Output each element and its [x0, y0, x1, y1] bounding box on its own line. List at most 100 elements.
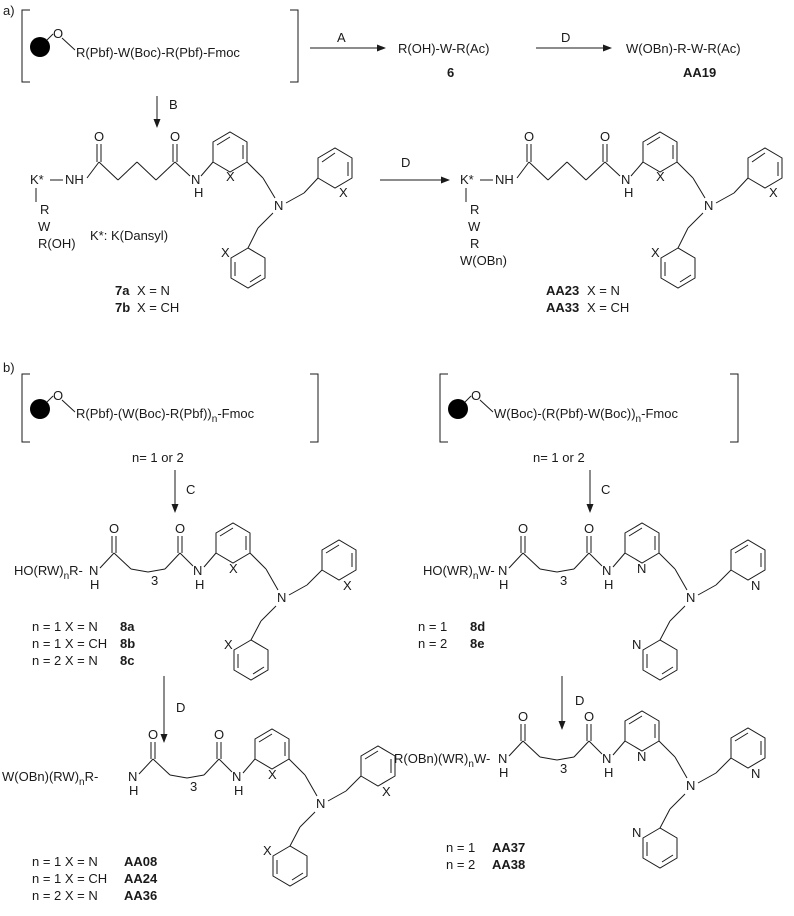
arrow-d-right-head — [558, 721, 566, 730]
arrow-d-left-label: D — [176, 700, 185, 715]
arrow-d2-label: D — [401, 155, 410, 170]
amide-n: N — [191, 172, 200, 187]
svg-text:N: N — [193, 563, 202, 578]
svg-text:R: R — [470, 236, 479, 251]
svg-text:O: O — [175, 521, 185, 536]
svg-text:N: N — [632, 637, 641, 652]
compound-7b-cond: X = CH — [137, 300, 179, 315]
part-b-label: b) — [3, 360, 15, 375]
resin-peptide-text: R(Pbf)-W(Boc)-R(Pbf)-Fmoc — [76, 45, 240, 60]
ring-2 — [317, 147, 353, 189]
compound-7a-id: 7a — [115, 283, 130, 298]
aa37-structure: R(OBn)(WR)nW- N H O 3 O N H N N N — [394, 709, 766, 869]
svg-text:n = 2: n = 2 — [418, 636, 447, 651]
aa23-id: AA23 — [546, 283, 579, 298]
svg-text:8a: 8a — [120, 619, 135, 634]
svg-text:N: N — [686, 778, 695, 793]
left-bracket — [21, 9, 30, 83]
carbonyl-o2: O — [170, 129, 180, 144]
resin-oxygen: O — [53, 26, 63, 41]
svg-text:n = 1: n = 1 — [418, 619, 447, 634]
ring-3-x: X — [221, 245, 230, 260]
svg-text:H: H — [604, 577, 613, 592]
svg-text:O: O — [214, 727, 224, 742]
svg-text:N: N — [316, 796, 325, 811]
part-a-label: a) — [3, 3, 15, 18]
left-resin-bracket-r — [310, 373, 319, 443]
arrow-b-head — [153, 119, 161, 128]
left-n-note: n= 1 or 2 — [132, 450, 184, 465]
svg-text:HO(RW)nR-: HO(RW)nR- — [14, 563, 83, 582]
compound-6-formula: R(OH)-W-R(Ac) — [398, 41, 489, 56]
compound-8de-structure: HO(WR)nW- N H O 3 O N H N N N — [423, 521, 766, 681]
svg-text:W(OBn)(RW)nR-: W(OBn)(RW)nR- — [2, 769, 98, 788]
compound-7-structure: K* NH O O N H X N X X — [30, 129, 353, 289]
svg-text:O: O — [518, 521, 528, 536]
svg-text:H: H — [624, 185, 633, 200]
svg-text:H: H — [499, 765, 508, 780]
svg-text:N: N — [128, 769, 137, 784]
svg-text:N: N — [637, 561, 646, 576]
svg-text:N: N — [751, 578, 760, 593]
svg-text:HO(WR)nW-: HO(WR)nW- — [423, 563, 495, 582]
arrow-d1-label: D — [561, 30, 570, 45]
svg-text:N: N — [751, 766, 760, 781]
svg-text:8c: 8c — [120, 653, 134, 668]
svg-text:N: N — [686, 590, 695, 605]
svg-text:H: H — [604, 765, 613, 780]
aa19-id: AA19 — [683, 65, 716, 80]
svg-text:8b: 8b — [120, 636, 135, 651]
aa19-formula: W(OBn)-R-W-R(Ac) — [626, 41, 741, 56]
compound-7b-id: 7b — [115, 300, 130, 315]
aa23-structure: K* NH O O N H X N X X — [460, 129, 783, 289]
kstar-label: K* — [30, 172, 44, 187]
resin-bead-icon — [448, 399, 468, 419]
svg-text:O: O — [109, 521, 119, 536]
svg-text:n = 2 X = N: n = 2 X = N — [32, 888, 98, 903]
svg-text:X: X — [382, 784, 391, 799]
svg-text:N: N — [704, 198, 713, 213]
right-resin-bracket-r — [730, 373, 739, 443]
amine-n: N — [274, 198, 283, 213]
svg-text:AA08: AA08 — [124, 854, 157, 869]
nh-label: NH — [65, 172, 84, 187]
right-resin-bracket-l — [439, 373, 448, 443]
arrow-c-right-label: C — [601, 482, 610, 497]
svg-text:X: X — [268, 767, 277, 782]
aa08-structure: W(OBn)(RW)nR- N H O 3 O N H X N X — [2, 727, 396, 887]
svg-text:AA36: AA36 — [124, 888, 157, 903]
tail-7-r1: R — [40, 202, 49, 217]
rows-aa-left: n = 1 X = N AA08 n = 1 X = CH AA24 n = 2… — [32, 854, 158, 903]
resin-bead-icon — [30, 399, 50, 419]
svg-text:O: O — [584, 709, 594, 724]
right-bracket — [290, 9, 299, 83]
svg-text:R(OBn)(WR)nW-: R(OBn)(WR)nW- — [394, 751, 490, 770]
svg-text:H: H — [234, 783, 243, 798]
arrow-d1-head — [603, 44, 612, 52]
svg-text:O: O — [471, 388, 481, 403]
svg-text:O: O — [148, 727, 158, 742]
svg-text:W(OBn): W(OBn) — [460, 253, 507, 268]
right-resin-peptide: W(Boc)-(R(Pbf)-W(Boc))n-Fmoc — [494, 406, 678, 425]
svg-text:N: N — [498, 563, 507, 578]
tail-7-w: W — [38, 219, 51, 234]
svg-text:X: X — [263, 843, 272, 858]
ring-3 — [230, 247, 266, 289]
svg-text:K*: K* — [460, 172, 474, 187]
svg-text:H: H — [195, 577, 204, 592]
svg-text:N: N — [602, 563, 611, 578]
svg-text:N: N — [637, 749, 646, 764]
arrow-d-left-head — [160, 734, 168, 743]
arrow-d-right-label: D — [575, 693, 584, 708]
svg-text:n = 1: n = 1 — [446, 840, 475, 855]
svg-text:O: O — [53, 388, 63, 403]
left-resin-peptide: R(Pbf)-(W(Boc)-R(Pbf))n-Fmoc — [76, 406, 255, 425]
arrow-d2-head — [441, 176, 450, 184]
svg-text:3: 3 — [560, 761, 567, 776]
svg-text:AA37: AA37 — [492, 840, 525, 855]
svg-text:n = 1 X = N: n = 1 X = N — [32, 619, 98, 634]
svg-text:N: N — [89, 563, 98, 578]
arrow-a-label: A — [337, 30, 346, 45]
arrow-b-label: B — [169, 97, 178, 112]
